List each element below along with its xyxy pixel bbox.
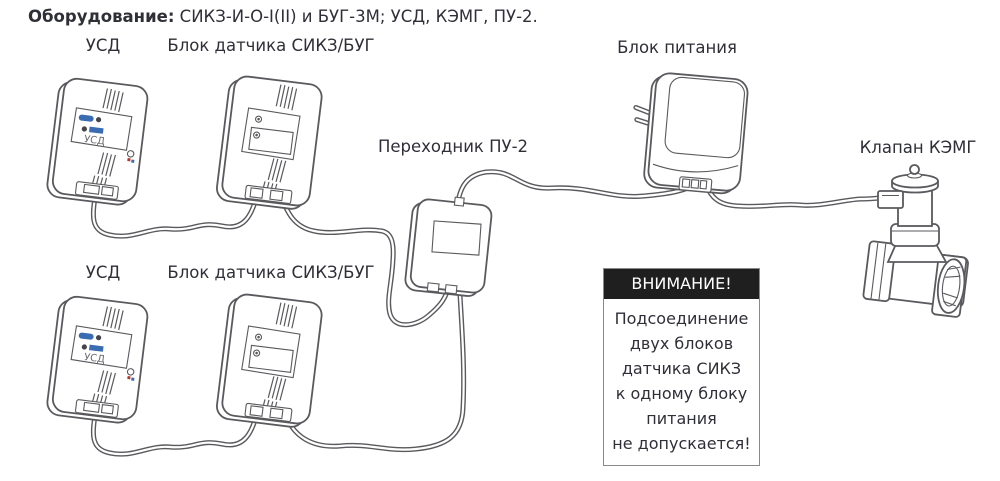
valve-knob (909, 164, 920, 175)
usd2-indicator-dot-1 (95, 335, 102, 341)
cable-usd1-to-sensor1 (90, 188, 260, 239)
sensor2-indicator-1-dot (257, 335, 260, 339)
cable-adapter-to-psu (454, 169, 698, 212)
sensor-bottom-label: Блок датчика СИКЗ/БУГ (167, 263, 375, 282)
usd2-blue-text-bar (89, 344, 104, 352)
psu-terminal-2 (690, 179, 700, 189)
sensor1-cable-port-2 (269, 189, 284, 202)
valve-outlet-face (936, 258, 966, 314)
usd-device-1: УСД (46, 77, 149, 206)
usd1-indicator-dot-1 (95, 117, 102, 123)
usd2-emblem (126, 368, 135, 376)
sensor1-indicator-1-dot (257, 117, 260, 121)
usd2-spare-port (100, 404, 114, 415)
cable-psu-to-valve (703, 181, 887, 209)
warning-body: Подсоединение двух блоков датчика СИКЗ к… (604, 299, 759, 465)
psu-terminal-1 (681, 178, 691, 189)
usd2-cable-port (83, 401, 101, 413)
cable-sensor2-to-adapter (281, 292, 467, 453)
warning-line: не допускается! (612, 434, 751, 453)
sensor2-cable-port-1 (249, 405, 264, 417)
usd1-spare-port (100, 186, 114, 197)
valve-label: Клапан КЭМГ (859, 138, 977, 157)
usd-device-2: УСД (46, 295, 149, 424)
sensor2-cable-port-2 (269, 407, 284, 420)
sensor1-cable-port-1 (249, 187, 264, 199)
valve-band (890, 223, 940, 247)
sensor-top-label: Блок датчика СИКЗ/БУГ (167, 36, 375, 55)
psu-face-plate (664, 76, 746, 159)
psu-bottom-contour (652, 163, 739, 173)
usd2-top-vents (102, 306, 124, 331)
usd1-emblem (126, 150, 135, 158)
cable-usd2-to-sensor2 (90, 406, 260, 457)
usd2-badge-text: УСД (83, 352, 105, 365)
psu-terminal-3 (699, 179, 708, 190)
usd1-emblem-red (127, 157, 131, 162)
sensor2-inner-plate (248, 344, 294, 373)
adapter-device (404, 196, 493, 297)
usd1-blue-led-bar (78, 114, 94, 122)
adapter-bottom-port-1 (426, 282, 440, 293)
sensor1-indicator-2-dot (255, 133, 258, 137)
sensor2-indicator-2-dot (255, 351, 258, 355)
usd-bottom-label: УСД (85, 263, 121, 282)
adapter-window (431, 220, 482, 256)
usd-top-label: УСД (85, 36, 121, 55)
valve-device (862, 164, 969, 318)
warning-line: к одному блоку (615, 384, 748, 403)
usd1-cable-port (83, 183, 101, 195)
sensor-device-2 (216, 293, 323, 428)
warning-line: питания (646, 409, 717, 428)
equipment-header-text: СИКЗ-И-О-I(II) и БУГ-3М; УСД, КЭМГ, ПУ-2… (174, 7, 538, 26)
adapter-top-port (453, 196, 465, 207)
usd1-indicator-dot-2 (81, 126, 87, 132)
equipment-header-bold: Оборудование: (28, 7, 175, 26)
usd2-indicator-dot-2 (81, 344, 87, 350)
sensor1-top-vents (275, 84, 298, 111)
sensor-device-1 (216, 75, 323, 210)
cable-sensor1-to-adapter (276, 188, 450, 328)
usd1-top-vents (102, 88, 124, 113)
usd2-blue-led-bar (78, 332, 94, 340)
psu-device (633, 72, 749, 195)
valve-thread-hatch (943, 266, 961, 307)
usd1-emblem-blue (131, 159, 135, 163)
usd2-emblem-blue (131, 377, 135, 381)
adapter-label: Переходник ПУ-2 (377, 137, 529, 156)
usd1-badge-text: УСД (83, 134, 105, 147)
warning-line: датчика СИКЗ (621, 359, 742, 378)
warning-line: Подсоединение (614, 309, 749, 328)
warning-box: ВНИМАНИЕ! Подсоединение двух блоков датч… (603, 268, 760, 466)
psu-label: Блок питания (617, 38, 737, 57)
equipment-header: Оборудование: СИКЗ-И-О-I(II) и БУГ-3М; У… (28, 7, 538, 26)
adapter-bottom-port-2 (444, 284, 458, 295)
usd2-emblem-red (127, 375, 131, 380)
sensor2-top-vents (275, 302, 298, 329)
valve-cable-connector (877, 190, 904, 209)
warning-line: двух блоков (629, 334, 734, 353)
warning-title: ВНИМАНИЕ! (604, 269, 759, 299)
sensor1-inner-plate (248, 126, 294, 155)
usd1-blue-text-bar (89, 126, 104, 134)
